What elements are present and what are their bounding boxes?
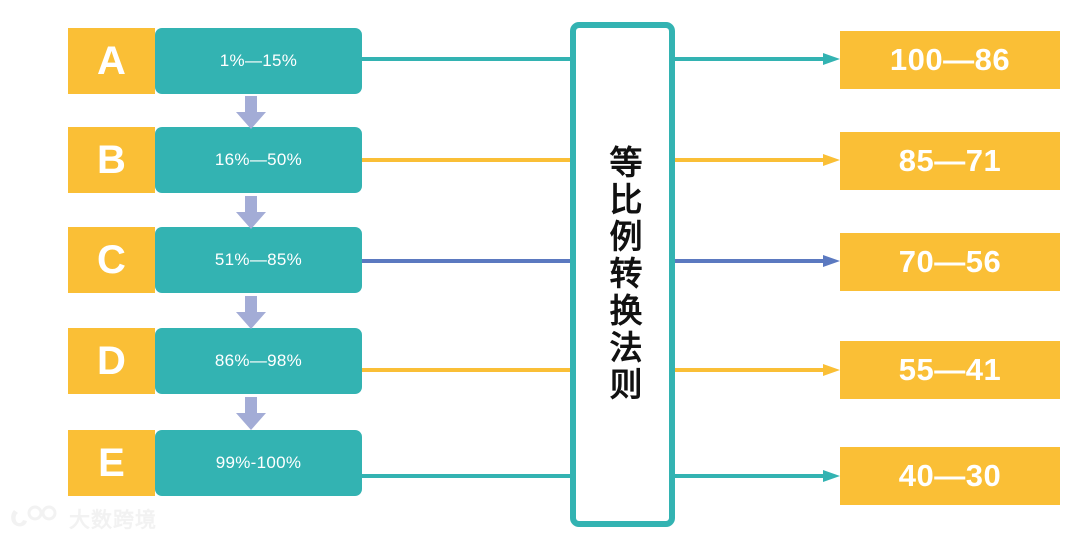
- watermark-text: 大数跨境: [69, 508, 157, 532]
- connector-arrow-c: [675, 254, 840, 268]
- brand-logo-icon: [10, 504, 62, 535]
- score-box-c: 70—56: [840, 233, 1060, 291]
- connector-line-a: [362, 57, 570, 61]
- percent-range-e: 99%-100%: [155, 430, 362, 496]
- percent-range-d: 86%—98%: [155, 328, 362, 394]
- grade-row-d: D 86%—98%: [68, 328, 362, 394]
- conversion-rule-box: 等比例转换法则: [570, 22, 675, 527]
- grade-row-b: B 16%—50%: [68, 127, 362, 193]
- flow-down-arrow-d-to-e: [236, 397, 266, 430]
- connector-arrow-e: [675, 469, 840, 483]
- score-box-b: 85—71: [840, 132, 1060, 190]
- grade-row-e: E 99%-100%: [68, 430, 362, 496]
- flow-down-arrow-a-to-b: [236, 96, 266, 129]
- percent-range-a: 1%—15%: [155, 28, 362, 94]
- connector-line-e: [362, 474, 570, 478]
- percent-range-b: 16%—50%: [155, 127, 362, 193]
- percent-range-c: 51%—85%: [155, 227, 362, 293]
- connector-line-d: [362, 368, 570, 372]
- watermark: 大数跨境: [10, 504, 157, 534]
- flow-down-arrow-c-to-d: [236, 296, 266, 329]
- connector-arrow-b: [675, 153, 840, 167]
- connector-arrow-a: [675, 52, 840, 66]
- score-box-e: 40—30: [840, 447, 1060, 505]
- flow-down-arrow-b-to-c: [236, 196, 266, 229]
- grade-letter-b: B: [68, 127, 155, 193]
- connector-arrow-d: [675, 363, 840, 377]
- grade-row-c: C 51%—85%: [68, 227, 362, 293]
- grade-letter-a: A: [68, 28, 155, 94]
- grade-letter-d: D: [68, 328, 155, 394]
- score-box-a: 100—86: [840, 31, 1060, 89]
- conversion-rule-label: 等比例转换法则: [603, 145, 643, 404]
- connector-line-c: [362, 259, 570, 263]
- connector-line-b: [362, 158, 570, 162]
- score-box-d: 55—41: [840, 341, 1060, 399]
- grade-letter-c: C: [68, 227, 155, 293]
- grade-letter-e: E: [68, 430, 155, 496]
- grade-row-a: A 1%—15%: [68, 28, 362, 94]
